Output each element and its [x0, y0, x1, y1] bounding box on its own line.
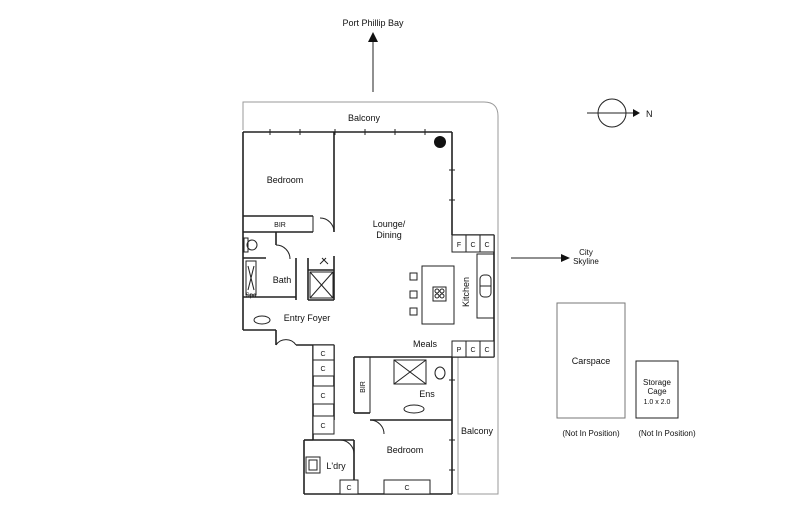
bir2-label: BIR: [360, 381, 367, 393]
cupboard-box: [383, 479, 431, 495]
cupboard-label: C: [470, 347, 475, 354]
cupboard-label: C: [484, 347, 489, 354]
bir1-label: BIR: [274, 222, 286, 229]
balcony-top-label: Balcony: [348, 113, 381, 123]
meals-label: Meals: [413, 339, 438, 349]
storage-label-2: Cage: [647, 387, 667, 396]
spa-label: Spa: [246, 293, 257, 299]
cupboard-label: C: [320, 423, 325, 430]
balcony-right-label: Balcony: [461, 426, 494, 436]
kitchen-island: [409, 265, 455, 325]
cupboard-box: [312, 415, 335, 435]
city-label-2: Skyline: [573, 257, 599, 266]
cupboard-label: C: [346, 485, 351, 492]
fridge-label: F: [457, 242, 461, 249]
apartment-walls: [242, 131, 495, 495]
cupboard-box: [479, 234, 495, 253]
cupboard-box: [312, 359, 335, 377]
interior-walls-upper: [243, 132, 335, 301]
pantry-label: P: [457, 347, 462, 354]
bay-label: Port Phillip Bay: [342, 18, 404, 28]
compass-icon: [587, 98, 640, 128]
ens-label: Ens: [419, 389, 435, 399]
storage-size: 1.0 x 2.0: [644, 399, 671, 406]
bath-label: Bath: [273, 275, 292, 285]
carspace-box: [556, 302, 626, 419]
lounge-label-2: Dining: [376, 230, 402, 240]
entry-foyer-label: Entry Foyer: [284, 313, 331, 323]
carspace-label: Carspace: [572, 356, 611, 366]
city-arrow: [511, 254, 570, 262]
cupboard-box: [479, 340, 495, 358]
storage-label-1: Storage: [643, 378, 672, 387]
cupboard-label: C: [470, 242, 475, 249]
cupboard-label: C: [484, 242, 489, 249]
window-marks: [269, 129, 455, 201]
cupboard-label: C: [404, 485, 409, 492]
balcony-outline: [242, 101, 499, 495]
lounge-label-1: Lounge/: [373, 219, 406, 229]
interior-walls-lower: [305, 345, 452, 494]
cupboard-box: [312, 385, 335, 405]
storage-note: (Not In Position): [638, 429, 696, 438]
cupboard-box: [339, 479, 359, 495]
laundry-label: L'dry: [326, 461, 346, 471]
balcony-window-marks: [449, 379, 455, 471]
cupboard-label: C: [320, 393, 325, 400]
cupboard-label: C: [320, 366, 325, 373]
kitchen-sink: [476, 253, 495, 319]
bedroom1-label: Bedroom: [267, 175, 304, 185]
north-label: N: [646, 109, 653, 119]
bay-arrow: [368, 32, 378, 92]
kitchen-label: Kitchen: [461, 277, 471, 307]
bath-fixtures: [243, 237, 329, 325]
column-marker: [434, 136, 446, 148]
cupboard-label: C: [320, 351, 325, 358]
bedroom2-label: Bedroom: [387, 445, 424, 455]
carspace-note: (Not In Position): [562, 429, 620, 438]
city-label-1: City: [579, 248, 593, 257]
storage-cage-box: [635, 360, 679, 419]
